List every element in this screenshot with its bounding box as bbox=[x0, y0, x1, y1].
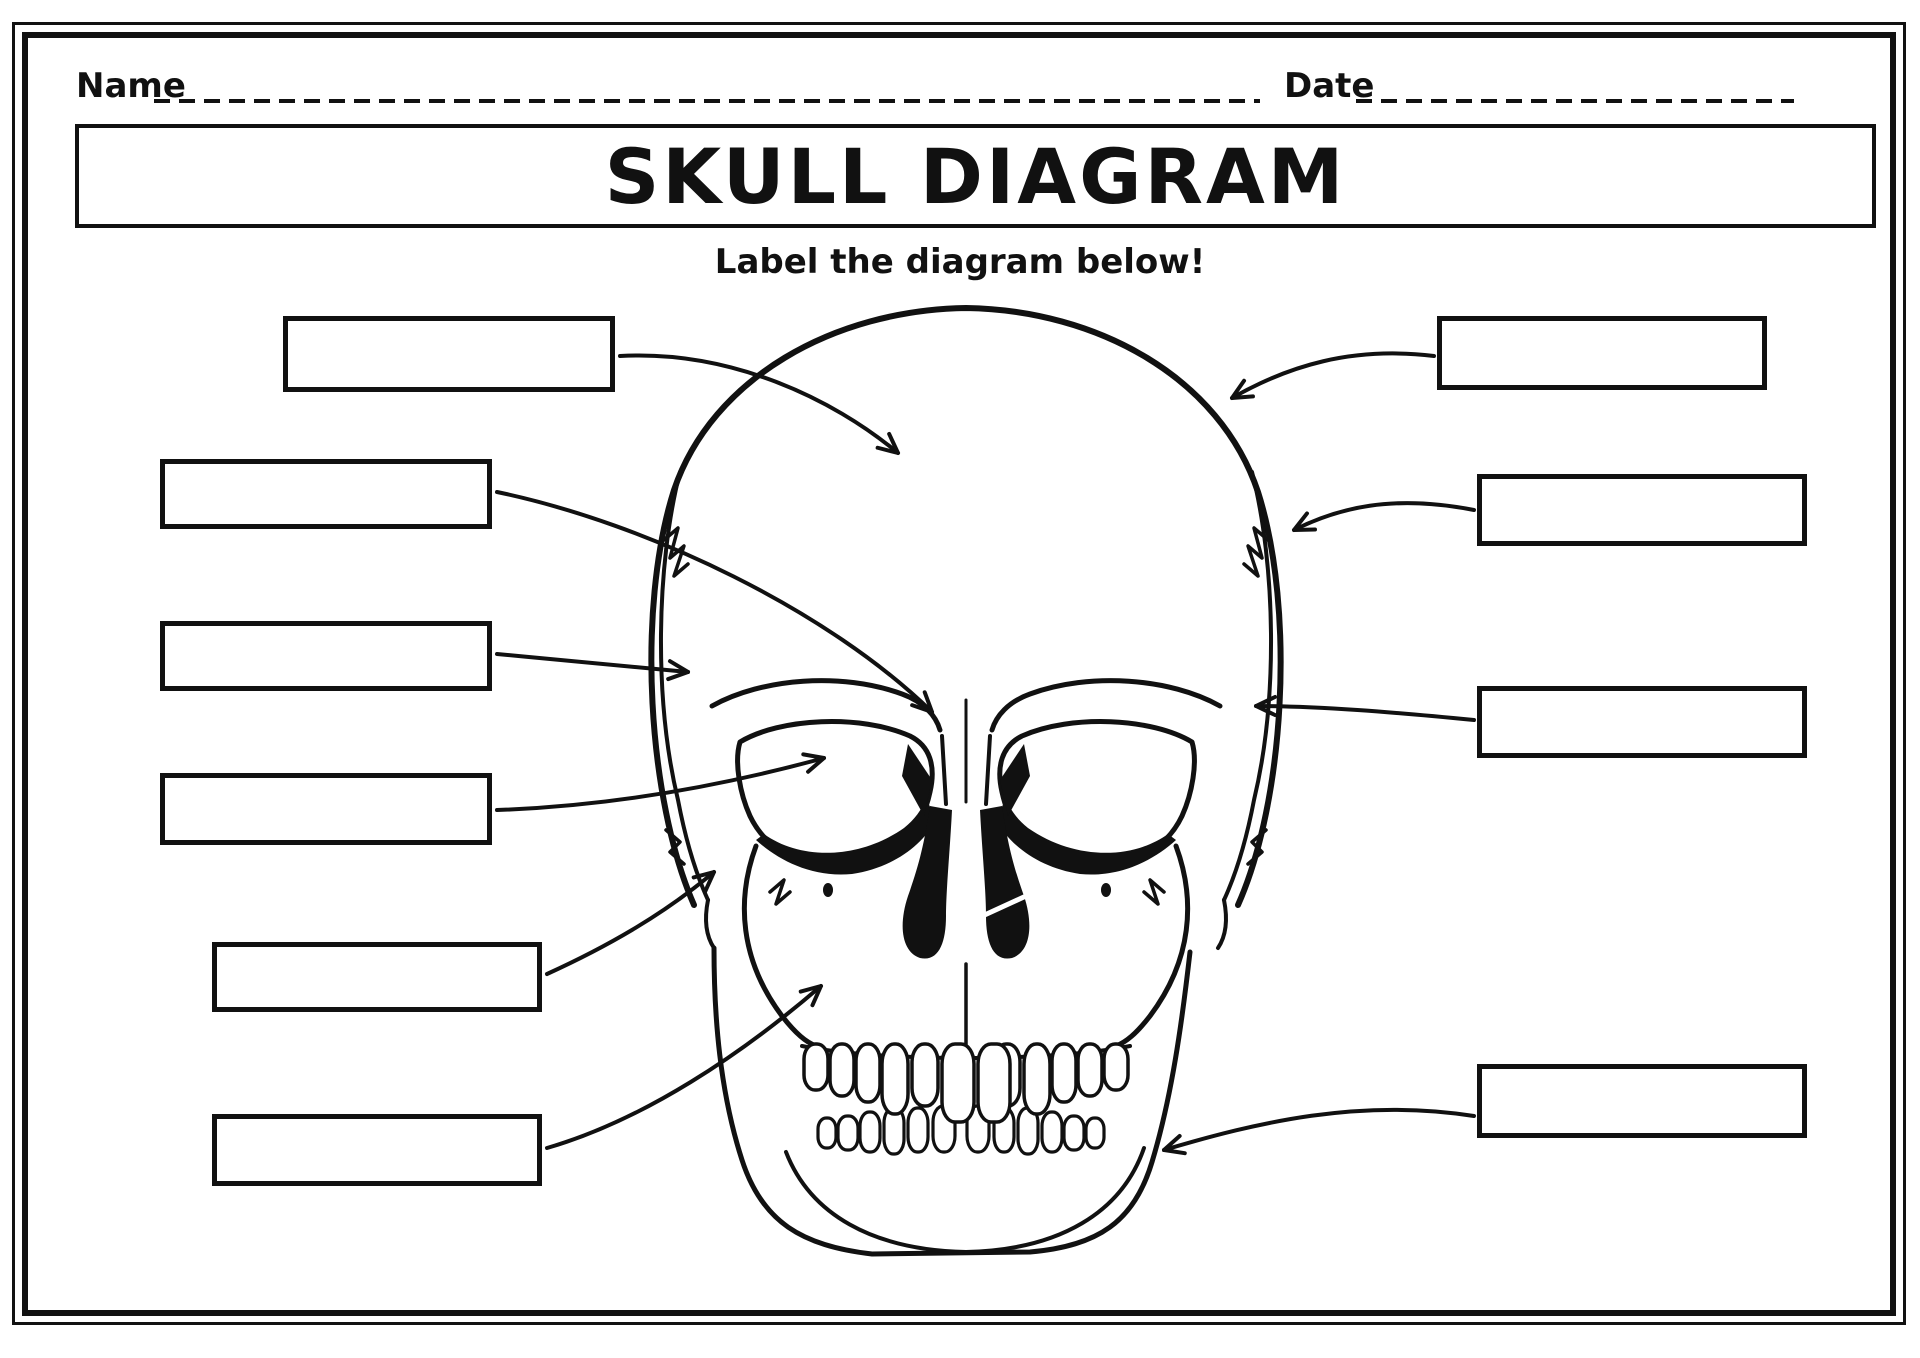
instruction-text: Label the diagram below! bbox=[714, 242, 1206, 282]
title-box: SKULL DIAGRAM bbox=[75, 124, 1876, 228]
leader-left-5 bbox=[545, 870, 716, 976]
cranium-outline bbox=[648, 305, 1284, 908]
page-title: SKULL DIAGRAM bbox=[604, 131, 1347, 221]
skull-drawing bbox=[648, 305, 1284, 1257]
leader-right-4 bbox=[1162, 1107, 1476, 1156]
answer-box-right-1[interactable] bbox=[1437, 316, 1767, 390]
answer-box-right-4[interactable] bbox=[1477, 1064, 1807, 1138]
leader-left-6 bbox=[545, 984, 823, 1150]
leader-left-4 bbox=[495, 752, 826, 812]
answer-box-left-6[interactable] bbox=[212, 1114, 542, 1186]
answer-box-left-2[interactable] bbox=[160, 459, 492, 529]
answer-box-left-3[interactable] bbox=[160, 621, 492, 691]
leader-left-1 bbox=[618, 353, 900, 455]
answer-box-left-4[interactable] bbox=[160, 773, 492, 845]
date-input-line[interactable] bbox=[1356, 99, 1794, 103]
answer-box-right-2[interactable] bbox=[1477, 474, 1807, 546]
leader-right-3 bbox=[1254, 695, 1476, 722]
mandible-outline bbox=[711, 945, 1193, 1257]
name-input-line[interactable] bbox=[154, 99, 1260, 103]
leader-left-3 bbox=[495, 652, 690, 682]
answer-box-left-5[interactable] bbox=[212, 942, 542, 1012]
answer-box-left-1[interactable] bbox=[283, 316, 615, 392]
leader-right-1 bbox=[1230, 351, 1436, 400]
leader-right-2 bbox=[1292, 501, 1476, 532]
leader-left-2 bbox=[495, 490, 934, 714]
leader-arrows bbox=[495, 351, 1476, 1156]
answer-box-right-3[interactable] bbox=[1477, 686, 1807, 758]
